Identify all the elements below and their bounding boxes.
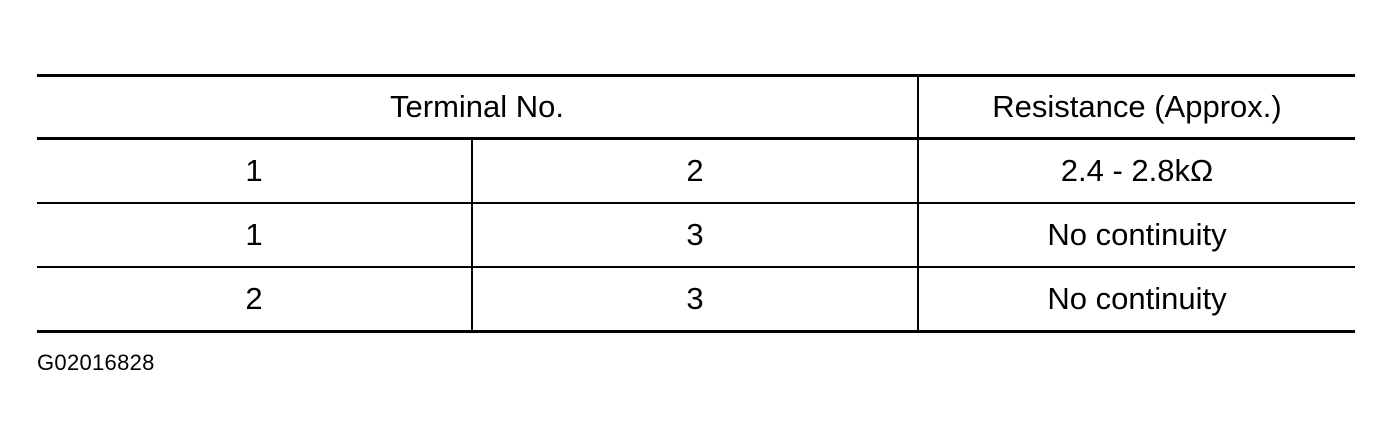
resistance-cell: 2.4 - 2.8kΩ xyxy=(918,138,1355,204)
terminal-resistance-table: Terminal No. Resistance (Approx.) 1 2 2.… xyxy=(37,74,1355,333)
terminal-b-cell: 3 xyxy=(472,267,919,333)
terminal-b-cell: 2 xyxy=(472,138,919,204)
table-row: 2 3 No continuity xyxy=(37,267,1355,333)
header-terminal-no: Terminal No. xyxy=(37,74,919,140)
table-header-row: Terminal No. Resistance (Approx.) xyxy=(37,74,1355,140)
terminal-a-cell: 1 xyxy=(37,203,473,268)
table-row: 1 3 No continuity xyxy=(37,203,1355,268)
figure-code: G02016828 xyxy=(37,350,155,375)
resistance-cell: No continuity xyxy=(918,267,1355,333)
terminal-b-cell: 3 xyxy=(472,203,919,268)
terminal-a-cell: 1 xyxy=(37,138,473,204)
terminal-a-cell: 2 xyxy=(37,267,473,333)
table-row: 1 2 2.4 - 2.8kΩ xyxy=(37,138,1355,204)
header-resistance: Resistance (Approx.) xyxy=(918,74,1355,140)
resistance-cell: No continuity xyxy=(918,203,1355,268)
